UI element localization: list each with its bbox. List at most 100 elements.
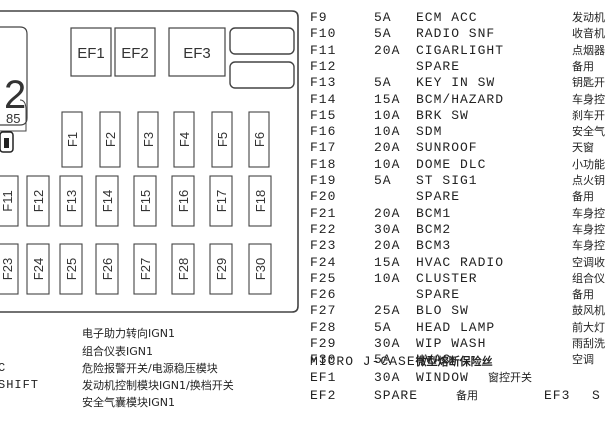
fuse-id: F14 [310, 91, 337, 107]
mini-fuse [248, 175, 272, 227]
mini-fuse-label: F11 [0, 190, 15, 211]
fuse-id: F27 [310, 303, 337, 319]
mini-fuse-label: F23 [0, 258, 15, 280]
fuse-name: HEAD LAMP [416, 319, 496, 335]
mini-fuse [133, 243, 157, 295]
fuse-amp: 10A [374, 156, 401, 172]
fuse-cn: 车身控 [572, 222, 605, 236]
fuse-amp: 15A [374, 91, 401, 107]
relay-slot-bottom [229, 61, 295, 89]
fuse-amp: 30A [374, 221, 401, 237]
fuse-id: F24 [310, 254, 337, 270]
mini-fuse-label: F15 [138, 190, 153, 212]
mini-fuse [26, 175, 50, 227]
fuse-name: CLUSTER [416, 270, 478, 286]
fuse-id: F10 [310, 26, 337, 42]
fuse-cn: 鼓风机 [572, 304, 605, 318]
fuse-id: F19 [310, 173, 337, 188]
mini-fuse-label: F1 [65, 132, 80, 147]
fuse-cn: 安全气 [572, 125, 605, 139]
mini-fuse [26, 243, 50, 295]
fuse-id: F16 [310, 124, 337, 140]
fuse-cn: 备用 [572, 288, 594, 302]
fuse-name: DOME DLC [416, 156, 487, 172]
mini-fuse-label: F29 [214, 258, 229, 280]
fuse-cn: 备用 [572, 59, 594, 73]
ef-amp: 30A [374, 370, 401, 385]
fuse-amp: 5A [374, 75, 392, 91]
mini-fuse [211, 111, 233, 168]
fuse-amp: 10A [374, 124, 401, 140]
ef-fuse-label: EF1 [77, 45, 105, 62]
mini-fuse [171, 175, 195, 227]
fuse-id: F11 [310, 42, 337, 58]
mini-fuse-label: F3 [141, 132, 156, 147]
fuse-name: ECM ACC [416, 10, 478, 25]
fuse-id: F25 [310, 270, 337, 286]
fuse-name: SPARE [416, 287, 461, 303]
ef-id: EF2 [310, 388, 337, 403]
fuse-amp: 15A [374, 254, 401, 270]
fuse-cn: 空调 [572, 353, 594, 367]
ef-fuse [70, 27, 112, 77]
fuse-id: F18 [310, 156, 337, 172]
fuse-amp: 10A [374, 270, 401, 286]
fuse-id: F9 [310, 10, 328, 25]
fuse-cn: 钥匙开 [572, 76, 605, 90]
fuse-id: F28 [310, 319, 337, 335]
fuse-name: SUNROOF [416, 140, 478, 156]
fuse-cn: 空调收 [572, 255, 605, 269]
micro-j-case-code: MICRO J-CASE [310, 354, 416, 369]
fuse-amp: 5A [374, 173, 392, 188]
fuse-cn: 车身控 [572, 239, 605, 253]
fuse-cn: 天窗 [572, 141, 594, 155]
mini-fuse-label: F26 [100, 258, 115, 280]
fuse-name: HVAC [416, 352, 452, 368]
fuse-cn: 备用 [572, 190, 594, 204]
fuse-cn: 点火钥 [572, 174, 605, 187]
ef-cn: 备用 [456, 389, 478, 402]
mini-fuse [137, 111, 159, 168]
fuse-cn: 组合仪 [572, 271, 605, 285]
mini-fuse [59, 243, 83, 295]
mini-fuse-label: F25 [64, 258, 79, 280]
mini-fuse [95, 175, 119, 227]
ef-next-partial: S [592, 388, 601, 403]
housing-outline [0, 10, 299, 313]
fuse-amp: 10A [374, 107, 401, 123]
fuse-cn: 车身控 [572, 206, 605, 220]
fuse-cn: 刹车开 [572, 108, 605, 122]
fuse-cn: 小功能 [572, 157, 605, 171]
ef-name: SPARE [374, 388, 419, 403]
fuse-name: SDM [416, 124, 443, 140]
ef-id: EF1 [310, 370, 337, 385]
fuse-amp: 25A [374, 303, 401, 319]
relay-partial-label: 2 [4, 73, 26, 117]
fuse-amp: 30A [374, 336, 401, 351]
relay-slot-edge [0, 99, 27, 132]
fuse-amp: 20A [374, 140, 401, 156]
fuse-cn: 发动机 [572, 11, 605, 24]
mini-fuse-label: F2 [103, 132, 118, 147]
mini-fuse-label: F24 [31, 258, 46, 280]
ef-fuse [114, 27, 156, 77]
mini-fuse [95, 243, 119, 295]
left-note: 电子助力转向IGN1 [82, 327, 175, 340]
fuse-id: F26 [310, 287, 337, 303]
ef-next-id: EF3 [544, 388, 571, 403]
left-note: 危险报警开关/电源稳压模块 [82, 362, 218, 375]
fuse-amp: 20A [374, 205, 401, 221]
fuse-id: F17 [310, 140, 337, 156]
mini-fuse-label: F6 [252, 132, 267, 147]
ef-fuse-label: EF2 [121, 45, 149, 62]
fuse-name: HVAC RADIO [416, 254, 505, 270]
mini-fuse-label: F16 [176, 190, 191, 212]
mini-fuse-label: F5 [215, 132, 230, 147]
fuse-amp: 5A [374, 10, 392, 25]
fuse-id: F20 [310, 189, 337, 205]
mini-fuse [209, 175, 233, 227]
left-code: SHIFT [0, 378, 40, 392]
mini-fuse [248, 243, 272, 295]
mini-fuse [171, 243, 195, 295]
